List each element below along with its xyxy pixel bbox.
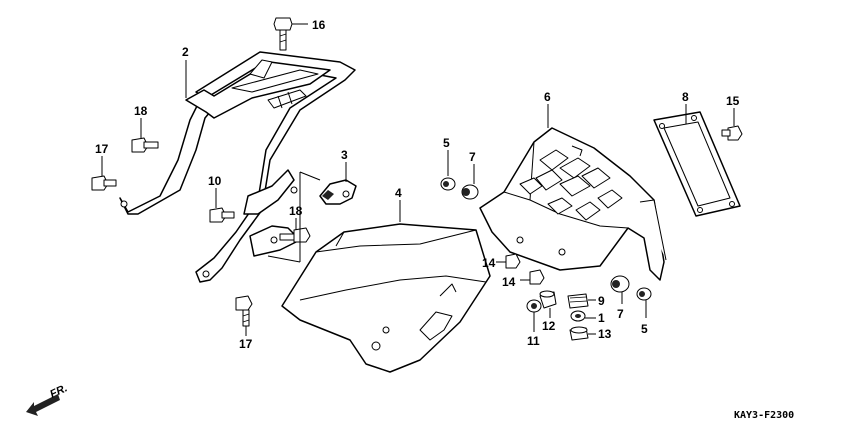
callout-3: 3 xyxy=(341,148,348,162)
callout-10: 10 xyxy=(208,174,222,188)
nut-14-lower: 14 xyxy=(502,269,545,289)
rear-carrier: 2 xyxy=(119,45,356,283)
rubber-7-right: 7 xyxy=(610,275,630,321)
bolt-17-upper: 17 xyxy=(91,142,117,191)
clip-3: 3 xyxy=(319,148,357,205)
callout-14a: 14 xyxy=(482,256,496,270)
callout-16: 16 xyxy=(312,18,326,32)
callout-17a: 17 xyxy=(95,142,109,156)
callout-13: 13 xyxy=(598,327,612,341)
callout-14b: 14 xyxy=(502,275,516,289)
direction-label: FR. xyxy=(48,382,69,400)
cushion-9: 9 xyxy=(567,293,605,309)
callout-17b: 17 xyxy=(239,337,253,351)
callout-8: 8 xyxy=(682,90,689,104)
rear-fender: 4 xyxy=(281,186,491,373)
bolt-10: 10 xyxy=(208,174,235,223)
callout-7a: 7 xyxy=(469,150,476,164)
bolt-16: 16 xyxy=(273,17,326,51)
nut-11: 11 xyxy=(526,299,542,348)
callout-2: 2 xyxy=(182,45,189,59)
diagram-code: KAY3-F2300 xyxy=(734,410,794,421)
collar-12: 12 xyxy=(539,290,557,333)
callout-18b: 18 xyxy=(289,204,303,218)
callout-15: 15 xyxy=(726,94,740,108)
callout-7b: 7 xyxy=(617,307,624,321)
nut-14-upper: 14 xyxy=(482,253,521,270)
nut-13: 13 xyxy=(569,326,612,341)
bolt-18-lower: 18 xyxy=(279,204,311,243)
collar-1: 1 xyxy=(570,310,605,325)
rubber-7-left: 7 xyxy=(461,150,479,200)
callout-18a: 18 xyxy=(134,104,148,118)
callout-4: 4 xyxy=(395,186,402,200)
callout-1: 1 xyxy=(598,311,605,325)
bolt-18-upper: 18 xyxy=(131,104,159,153)
callout-6: 6 xyxy=(544,90,551,104)
callout-9: 9 xyxy=(598,294,605,308)
callout-12: 12 xyxy=(542,319,556,333)
license-bracket-8: 8 xyxy=(653,90,741,217)
splash-guard-6: 6 xyxy=(479,90,667,281)
grommet-5-right: 5 xyxy=(636,287,652,336)
bolt-15: 15 xyxy=(721,94,743,141)
grommet-5-left: 5 xyxy=(440,136,456,191)
callout-11: 11 xyxy=(527,334,540,348)
bolt-17-lower: 17 xyxy=(235,295,253,351)
callout-5a: 5 xyxy=(443,136,450,150)
callout-5b: 5 xyxy=(641,322,648,336)
front-direction-arrow: FR. xyxy=(26,382,69,416)
